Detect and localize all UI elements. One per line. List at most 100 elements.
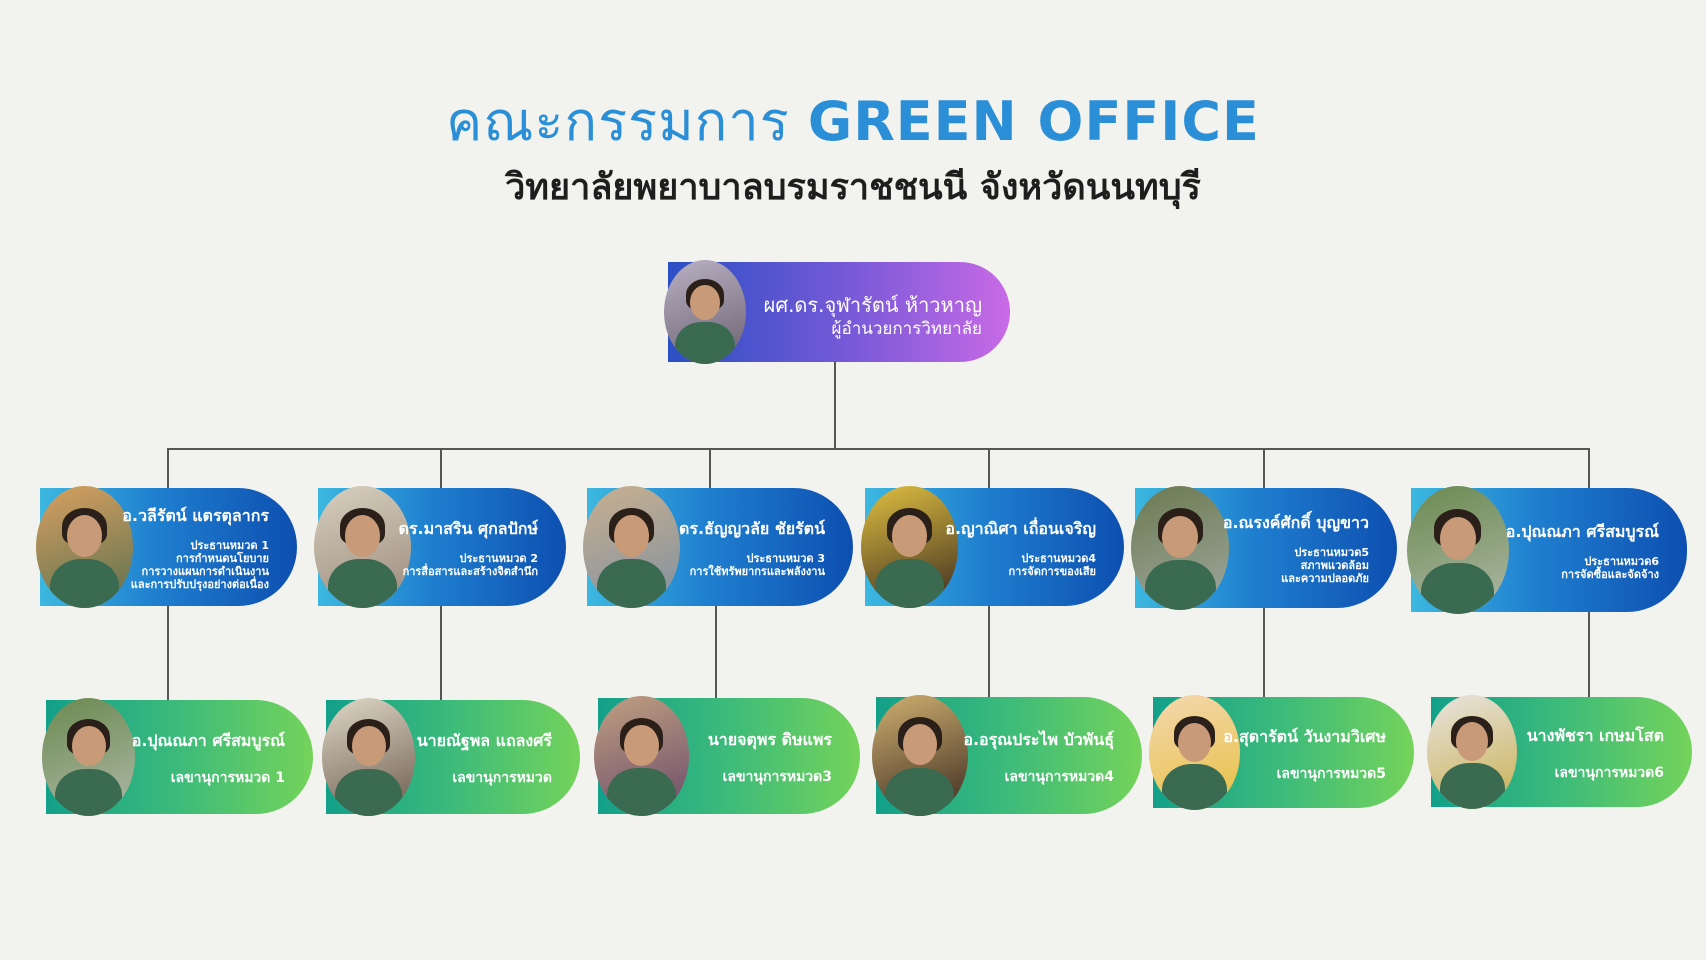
secretary-card: อ.อรุณประไพ บัวพันธุ์เลขานุการหมวด4 (872, 695, 1142, 816)
person-photo (583, 486, 680, 608)
role-line: และความปลอดภัย (1281, 572, 1369, 585)
person-photo (594, 696, 690, 816)
secretary-card: อ.ปุณณภา ศรีสมบูรณ์เลขานุการหมวด 1 (42, 698, 313, 816)
role-line: และการปรับปรุงอย่างต่อเนื่อง (130, 577, 269, 591)
secretary-card: นายจตุพร ดิษแพรเลขานุการหมวด3 (594, 696, 860, 816)
connector-line (709, 448, 711, 488)
person-head (71, 726, 106, 767)
card-text: อ.ปุณณภา ศรีสมบูรณ์เลขานุการหมวด 1 (132, 700, 285, 814)
person-name: ผศ.ดร.จุฬารัตน์ ห้าวหาญ (763, 292, 982, 317)
person-body (1439, 763, 1505, 809)
person-role: เลขานุการหมวด5 (1277, 767, 1386, 781)
connector-line (440, 448, 442, 488)
person-name: นายจตุพร ดิษแพร (707, 730, 832, 749)
role-line: การจัดซื้อและจัดจ้าง (1561, 567, 1659, 581)
person-photo (872, 695, 968, 816)
person-head (613, 515, 649, 557)
person-role: เลขานุการหมวด4 (1004, 768, 1114, 785)
connector-line (1263, 448, 1265, 488)
role-line: เลขานุการหมวด4 (1004, 768, 1114, 785)
connector-line (834, 362, 836, 448)
secretary-card: นางพัชรา เกษมโสตเลขานุการหมวด6 (1427, 695, 1692, 809)
connector-line (440, 606, 442, 700)
person-role: เลขานุการหมวด6 (1554, 765, 1664, 781)
person-head (351, 726, 386, 767)
card-text: ผศ.ดร.จุฬารัตน์ ห้าวหาญผู้อำนวยการวิทยาล… (764, 262, 982, 362)
person-head (344, 515, 380, 557)
person-body (1421, 562, 1495, 614)
person-head (1439, 516, 1477, 561)
role-line: ประธานหมวด 1 (190, 538, 269, 552)
person-role: เลขานุการหมวด (452, 771, 552, 785)
secretary-card: นายณัฐพล แถลงศรีเลขานุการหมวด (322, 698, 580, 816)
role-line: ผู้อำนวยการวิทยาลัย (831, 318, 982, 339)
role-line: เลขานุการหมวด 1 (170, 770, 285, 786)
connector-line (988, 448, 990, 488)
director-card: ผศ.ดร.จุฬารัตน์ ห้าวหาญผู้อำนวยการวิทยาล… (664, 260, 1010, 364)
person-body (607, 768, 676, 816)
role-line: ประธานหมวด6 (1584, 554, 1659, 568)
page-title: คณะกรรมการ GREEN OFFICE (0, 78, 1706, 164)
card-text: นายณัฐพล แถลงศรีเลขานุการหมวด (417, 700, 552, 814)
person-name: อ.ปุณณภา ศรีสมบูรณ์ (131, 731, 285, 750)
person-role: เลขานุการหมวด 1 (170, 770, 285, 786)
person-photo (1407, 486, 1509, 614)
person-name: ดร.มาสริน ศุกลปักษ์ (398, 518, 539, 538)
person-role: เลขานุการหมวด3 (722, 769, 832, 785)
person-head (624, 724, 659, 766)
person-photo (1149, 695, 1241, 810)
person-name: อ.อรุณประไพ บัวพันธุ์ (963, 729, 1114, 749)
person-photo (42, 698, 136, 816)
person-name: อ.สุดารัตน์ วันงามวิเศษ (1223, 726, 1386, 746)
person-body (327, 559, 398, 608)
connector-line (1588, 448, 1590, 488)
connector-line (715, 606, 717, 700)
role-line: การวางแผนการดำเนินงาน (141, 564, 269, 578)
person-body (55, 768, 123, 816)
person-head (1455, 722, 1489, 762)
role-line: ประธานหมวด4 (1021, 551, 1096, 565)
role-line: เลขานุการหมวด6 (1554, 765, 1664, 781)
person-name: ดร.ธัญญวลัย ชัยรัตน์ (679, 518, 825, 538)
person-photo (322, 698, 416, 816)
role-line: ประธานหมวด 2 (459, 551, 538, 565)
role-line: ประธานหมวด 3 (746, 551, 825, 565)
connector-line (1588, 606, 1590, 700)
person-photo (36, 486, 133, 608)
person-head (891, 515, 927, 557)
person-head (902, 724, 938, 766)
connector-line (167, 448, 1589, 450)
person-body (874, 559, 945, 608)
person-head (1178, 722, 1211, 762)
person-body (885, 767, 955, 816)
card-text: อ.อรุณประไพ บัวพันธุ์เลขานุการหมวด4 (963, 697, 1114, 814)
person-photo (314, 486, 411, 608)
connector-line (1263, 606, 1265, 700)
person-name: อ.วลีรัตน์ แตรตุลากร (122, 505, 269, 525)
person-name: นายณัฐพล แถลงศรี (416, 731, 552, 750)
person-body (335, 768, 403, 816)
role-line: ประธานหมวด5 (1294, 546, 1369, 559)
person-photo (1131, 486, 1230, 610)
role-line: เลขานุการหมวด3 (722, 769, 832, 785)
secretary-card: อ.สุดารัตน์ วันงามวิเศษเลขานุการหมวด5 (1149, 695, 1414, 810)
person-photo (1427, 695, 1518, 809)
person-name: อ.ณรงค์ศักดิ์ บุญขาว (1222, 513, 1369, 532)
person-body (1144, 560, 1216, 610)
person-name: อ.ปุณณภา ศรีสมบูรณ์ (1505, 521, 1659, 541)
person-body (1161, 764, 1228, 810)
role-line: การใช้ทรัพยากรและพลังงาน (689, 564, 825, 578)
